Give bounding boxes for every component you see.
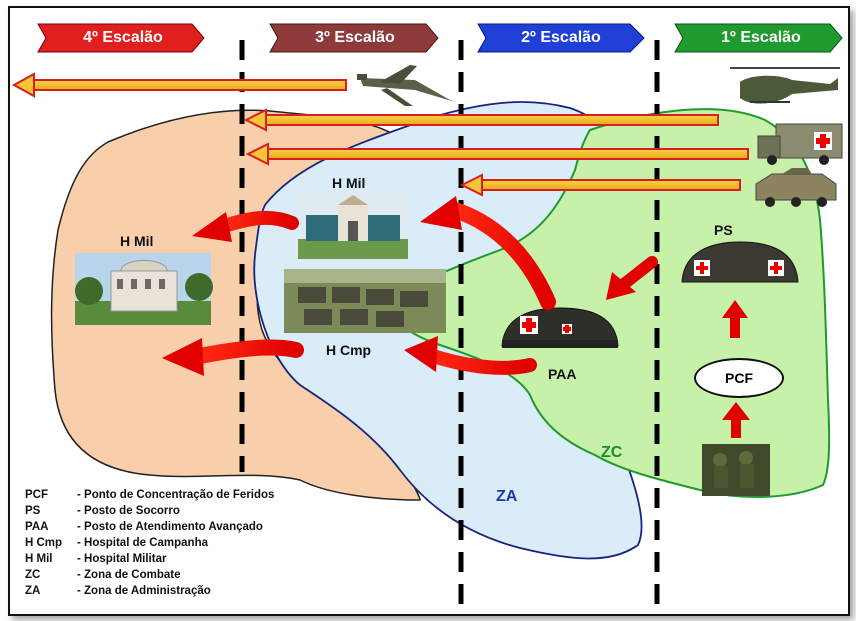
label-h-mil-center: H Mil xyxy=(332,175,366,191)
evac-arrow-hmil-to-left xyxy=(192,210,299,242)
evac-bar-ambulance xyxy=(245,142,749,166)
legend-row: PAA- Posto de Atendimento Avançado xyxy=(25,521,263,533)
legend-row: H Cmp- Hospital de Campanha xyxy=(25,537,208,549)
armored-vehicle-icon xyxy=(755,168,837,207)
label-paa: PAA xyxy=(548,366,577,382)
legend-row: ZC- Zona de Combate xyxy=(25,569,181,581)
building-icon xyxy=(75,253,213,325)
echelon-banner-3 xyxy=(269,23,439,53)
label-h-mil-left: H Mil xyxy=(120,233,154,249)
helicopter-icon xyxy=(730,67,840,104)
airplane-icon xyxy=(357,65,455,106)
evac-arrow-hcmp-to-left xyxy=(162,338,304,376)
echelon-label-2: 2º Escalão xyxy=(521,29,601,46)
evac-arrow-pcf-to-ps xyxy=(722,300,748,338)
soldiers-icon xyxy=(702,444,770,496)
evac-arrow-ps-to-paa xyxy=(606,256,658,300)
zone-label-za: ZA xyxy=(496,488,518,505)
echelon-label-1: 1º Escalão xyxy=(721,29,801,46)
echelon-banner-4 xyxy=(37,23,205,53)
echelon-label-4: 4º Escalão xyxy=(83,29,163,46)
evac-bar-armored xyxy=(459,173,741,197)
evac-arrow-soldiers-to-pcf xyxy=(722,402,750,438)
label-h-cmp: H Cmp xyxy=(326,342,372,358)
echelon-banner-2 xyxy=(477,23,645,53)
label-ps: PS xyxy=(714,222,733,238)
camp-icon xyxy=(284,269,446,333)
echelon-label-3: 3º Escalão xyxy=(315,29,395,46)
evac-arrow-paa-to-hmil xyxy=(420,196,556,310)
pcf-node: PCF xyxy=(694,358,784,398)
military-hospital-image xyxy=(298,193,408,259)
evac-bar-air xyxy=(11,72,347,98)
legend-row: PCF- Ponto de Concentração de Feridos xyxy=(25,489,275,501)
evac-arrow-paa-to-hcmp xyxy=(404,336,537,375)
ps-tent-icon xyxy=(681,241,799,283)
zone-label-zc: ZC xyxy=(601,444,623,461)
legend-row: PS- Posto de Socorro xyxy=(25,505,180,517)
ambulance-icon xyxy=(757,123,843,165)
legend: PCF- Ponto de Concentração de Feridos PS… xyxy=(25,487,274,599)
legend-row: ZA- Zona de Administração xyxy=(25,585,211,597)
evac-bar-helicopter xyxy=(243,108,719,132)
echelon-banner-1 xyxy=(674,23,843,53)
tent-icon xyxy=(501,307,619,348)
legend-row: H Mil- Hospital Militar xyxy=(25,553,167,565)
